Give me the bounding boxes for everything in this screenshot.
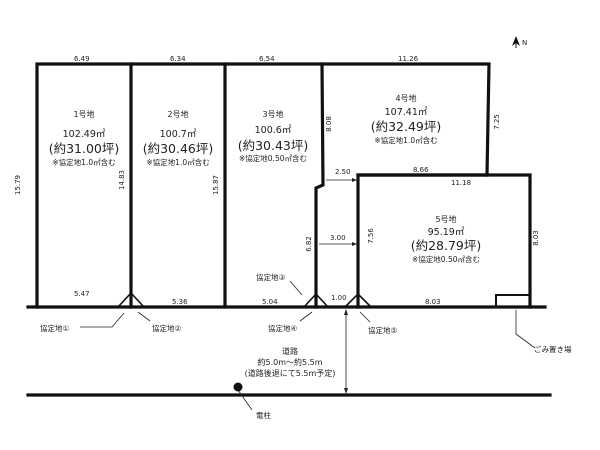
lot-5-number: 5号地 [435, 214, 456, 224]
dim-right-5: 8.03 [532, 230, 540, 246]
dim-flag-3: 3.00 [330, 234, 346, 242]
lot-1-tsubo: (約31.00坪) [49, 141, 120, 156]
road-title: 道路 [282, 346, 298, 356]
dim-left-1: 15.79 [14, 175, 22, 195]
agreement-label-4: 協定地④ [268, 323, 297, 333]
dim-right-4: 7.25 [493, 114, 501, 130]
agreement-triangles [117, 291, 372, 308]
dim-bottom-gap: 1.00 [331, 294, 347, 302]
lot-1-number: 1号地 [73, 109, 94, 119]
lot-2-tsubo: (約30.46坪) [143, 141, 214, 156]
dim-right-1: 14.83 [118, 170, 126, 190]
dim-right-3-upper: 8.08 [325, 116, 333, 132]
north-label: N [522, 39, 527, 47]
lot-boundaries [26, 62, 552, 397]
lot-3-tsubo: (約30.43坪) [238, 138, 309, 153]
lot-3-note: ※協定地0.50㎡含む [239, 153, 307, 163]
lot-3-number: 3号地 [262, 109, 283, 119]
leader-lines [80, 280, 536, 411]
road-width: 約5.0m～約5.5m [257, 357, 322, 367]
agreement-label-1: 協定地① [40, 323, 69, 333]
pole-label: 電柱 [256, 410, 271, 420]
road-note: (道路後退にて5.5m予定) [245, 368, 336, 378]
lot-2-info: 2号地 100.7㎡ (約30.46坪) ※協定地1.0㎡含む [143, 109, 214, 167]
dim-top-3: 6.54 [259, 55, 275, 63]
dim-top-1: 6.49 [74, 55, 90, 63]
lot-5-tsubo: (約28.79坪) [411, 238, 482, 253]
dim-bottom-3: 5.04 [262, 298, 278, 306]
lot-2-note: ※協定地1.0㎡含む [146, 157, 209, 167]
lot-4-number: 4号地 [395, 93, 416, 103]
lot-5-note: ※協定地0.50㎡含む [412, 254, 480, 264]
lot-4-info: 4号地 107.41㎡ (約32.49坪) ※協定地1.0㎡含む [371, 93, 442, 145]
dim-lot4-bottom: 8.66 [413, 166, 429, 174]
road-info: 道路 約5.0m～約5.5m (道路後退にて5.5m予定) [245, 346, 336, 378]
dim-right-3-lower: 6.82 [305, 236, 313, 252]
lot-4-note: ※協定地1.0㎡含む [374, 135, 437, 145]
lot-4-area: 107.41㎡ [385, 107, 428, 118]
dim-step-3: 2.50 [335, 168, 351, 176]
agreement-label-2: 協定地② [152, 323, 181, 333]
dim-lot5-top: 11.18 [451, 179, 471, 187]
dim-top-2: 6.34 [170, 55, 186, 63]
dim-top-4: 11.26 [398, 55, 419, 63]
utility-pole-icon [233, 382, 243, 392]
lot-1-info: 1号地 102.49㎡ (約31.00坪) ※協定地1.0㎡含む [49, 109, 120, 167]
dimension-arrows [319, 178, 357, 394]
dim-flag-5: 7.56 [367, 228, 375, 244]
agreement-label-3: 協定地③ [256, 272, 285, 282]
lot-1-area: 102.49㎡ [63, 129, 106, 140]
lot-4-tsubo: (約32.49坪) [371, 119, 442, 134]
agreement-label-5: 協定地⑤ [368, 325, 397, 335]
lot-3-info: 3号地 100.6㎡ (約30.43坪) ※協定地0.50㎡含む [238, 109, 309, 163]
lot-5-info: 5号地 95.19㎡ (約28.79坪) ※協定地0.50㎡含む [411, 214, 482, 264]
dim-bottom-2: 5.36 [172, 298, 188, 306]
lot-5-area: 95.19㎡ [428, 227, 465, 238]
north-arrow-icon [512, 36, 520, 48]
dim-bottom-1: 5.47 [74, 290, 90, 298]
lot-2-area: 100.7㎡ [160, 129, 197, 140]
garbage-label: ごみ置き場 [534, 344, 572, 354]
lot-3-area: 100.6㎡ [255, 125, 292, 136]
dim-right-2: 15.87 [212, 175, 220, 195]
dim-bottom-5: 8.03 [425, 298, 441, 306]
lot-1-note: ※協定地1.0㎡含む [52, 157, 115, 167]
lot-2-number: 2号地 [167, 109, 188, 119]
